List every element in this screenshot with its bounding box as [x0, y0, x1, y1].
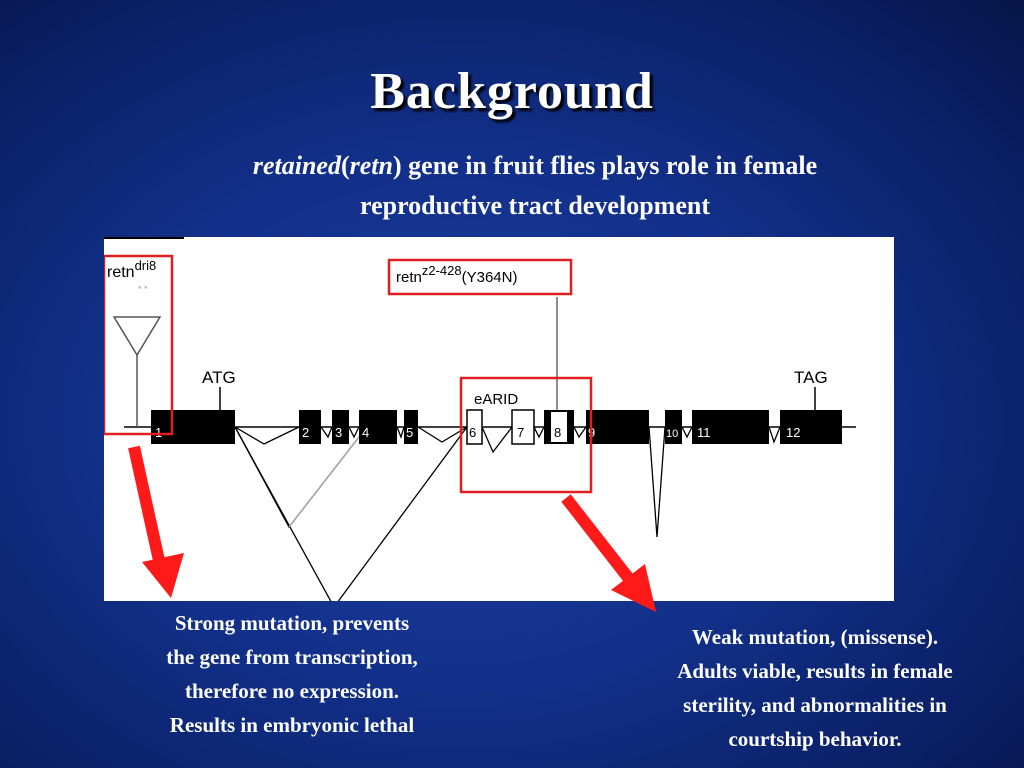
- weak-mutation-caption: Weak mutation, (missense). Adults viable…: [610, 620, 1020, 756]
- alt-splice-line: [288, 436, 360, 528]
- gene-name: retained: [252, 151, 341, 180]
- stop-codon-label: TAG: [794, 368, 828, 387]
- exon-number-1: 1: [155, 425, 162, 440]
- exon-9: [586, 410, 649, 444]
- subtitle-line-1: retained(retn) gene in fruit flies plays…: [150, 146, 920, 186]
- caption-right-line: Weak mutation, (missense).: [691, 625, 939, 649]
- insertion-triangle: [112, 316, 162, 357]
- exon-7: [511, 409, 535, 445]
- exon-number-4: 4: [362, 425, 369, 440]
- exon-number-6: 6: [469, 425, 476, 440]
- strong-allele-label: retndri8: [107, 258, 156, 281]
- strong-allele-superscript: dri8: [135, 258, 157, 273]
- exon-10: [665, 410, 682, 444]
- start-codon-label: ATG: [202, 368, 236, 387]
- weak-allele-base: retn: [396, 269, 422, 286]
- slide-subtitle: retained(retn) gene in fruit flies plays…: [150, 146, 920, 226]
- caption-left-line: the gene from transcription,: [166, 645, 418, 669]
- weak-allele-label: retnz2-428(Y364N): [396, 263, 517, 286]
- gene-structure-diagram: 1 2 3 4 5 6 7 8 9 10 11 12 ATG TAG eARID…: [104, 237, 894, 601]
- earid-domain-label: eARID: [474, 391, 518, 408]
- strong-allele-base: retn: [107, 264, 135, 281]
- strong-allele-mark: * *: [138, 284, 148, 294]
- weak-allele-highlight: [387, 258, 573, 296]
- exon-number-11: 11: [697, 425, 711, 440]
- exon-5: [404, 410, 418, 444]
- weak-allele-superscript: z2-428: [422, 263, 462, 278]
- exon-12: [780, 410, 842, 444]
- caption-left-line: Results in embryonic lethal: [169, 713, 415, 737]
- caption-left-line: therefore no expression.: [184, 679, 400, 703]
- exon-3: [332, 410, 349, 444]
- exon-11: [692, 410, 769, 444]
- exon-1: [151, 410, 235, 444]
- strong-allele-highlight: [104, 254, 174, 436]
- slide-title: Background: [370, 63, 654, 120]
- exon-number-3: 3: [335, 425, 342, 440]
- caption-left-line: Strong mutation, prevents: [174, 611, 410, 635]
- subtitle-rest: gene in fruit flies plays role in female: [401, 151, 818, 180]
- splice-junctions: [234, 426, 781, 601]
- caption-right-line: courtship behavior.: [728, 727, 902, 751]
- strong-mutation-caption: Strong mutation, prevents the gene from …: [104, 606, 480, 742]
- exon-number-7: 7: [517, 425, 524, 440]
- caption-right-line: Adults viable, results in female: [677, 659, 953, 683]
- exon-6: [466, 409, 483, 445]
- subtitle-line-2: reproductive tract development: [360, 191, 710, 220]
- gene-structure-svg: 1 2 3 4 5 6 7 8 9 10 11 12 ATG TAG eARID…: [104, 237, 856, 601]
- exon-number-10: 10: [666, 428, 678, 440]
- close-paren: ): [392, 151, 402, 180]
- caption-right-line: sterility, and abnormalities in: [683, 693, 947, 717]
- exon-number-2: 2: [302, 425, 309, 440]
- exon-number-8: 8: [554, 425, 561, 440]
- exon-4: [359, 410, 397, 444]
- exon-number-5: 5: [406, 425, 413, 440]
- weak-allele-suffix: (Y364N): [462, 269, 518, 286]
- exon-2: [299, 410, 321, 444]
- exon-number-12: 12: [786, 425, 800, 440]
- exon-8-inner: [551, 412, 567, 442]
- gene-abbrev: retn: [349, 151, 393, 180]
- earid-domain-highlight: [459, 376, 593, 494]
- open-paren: (: [340, 151, 350, 180]
- exon-group: [151, 409, 842, 445]
